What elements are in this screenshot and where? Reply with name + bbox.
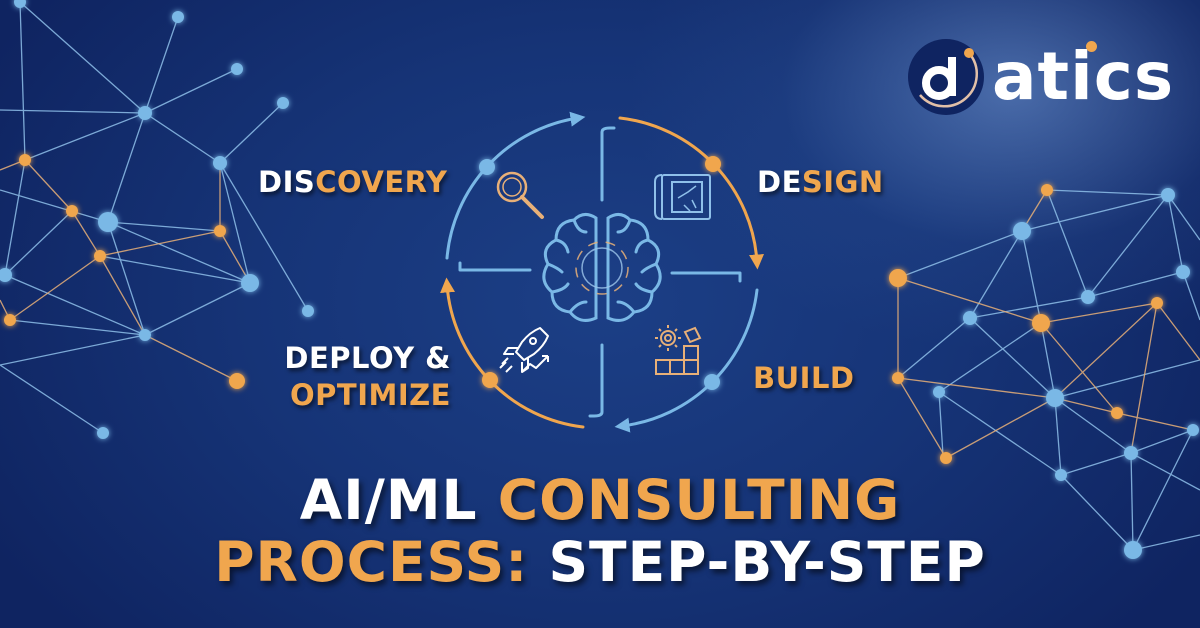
rocket-icon (499, 327, 549, 373)
step-label-deploy-optimize: DEPLOY & OPTIMIZE (284, 341, 451, 412)
magnifier-icon (496, 171, 544, 219)
gear-blocks-icon (655, 325, 702, 375)
datics-logo: atics (906, 37, 1174, 117)
arc-discovery (445, 111, 586, 260)
arc-deploy (440, 277, 585, 429)
headline-line-1: AI/ML CONSULTING (299, 468, 901, 532)
brain-icon (542, 213, 662, 322)
arc-design (618, 116, 764, 270)
step-label-discovery: DISCOVERY (258, 165, 448, 199)
blueprint-icon (654, 174, 711, 220)
headline-line-2: PROCESS: STEP-BY-STEP (214, 530, 986, 594)
step-label-build: BUILD (753, 361, 855, 395)
logo-i-dot-icon (1086, 41, 1097, 52)
logo-wordmark: atics (992, 38, 1175, 115)
logo-mark-icon (908, 39, 984, 115)
step-label-design: DESIGN (757, 165, 884, 199)
